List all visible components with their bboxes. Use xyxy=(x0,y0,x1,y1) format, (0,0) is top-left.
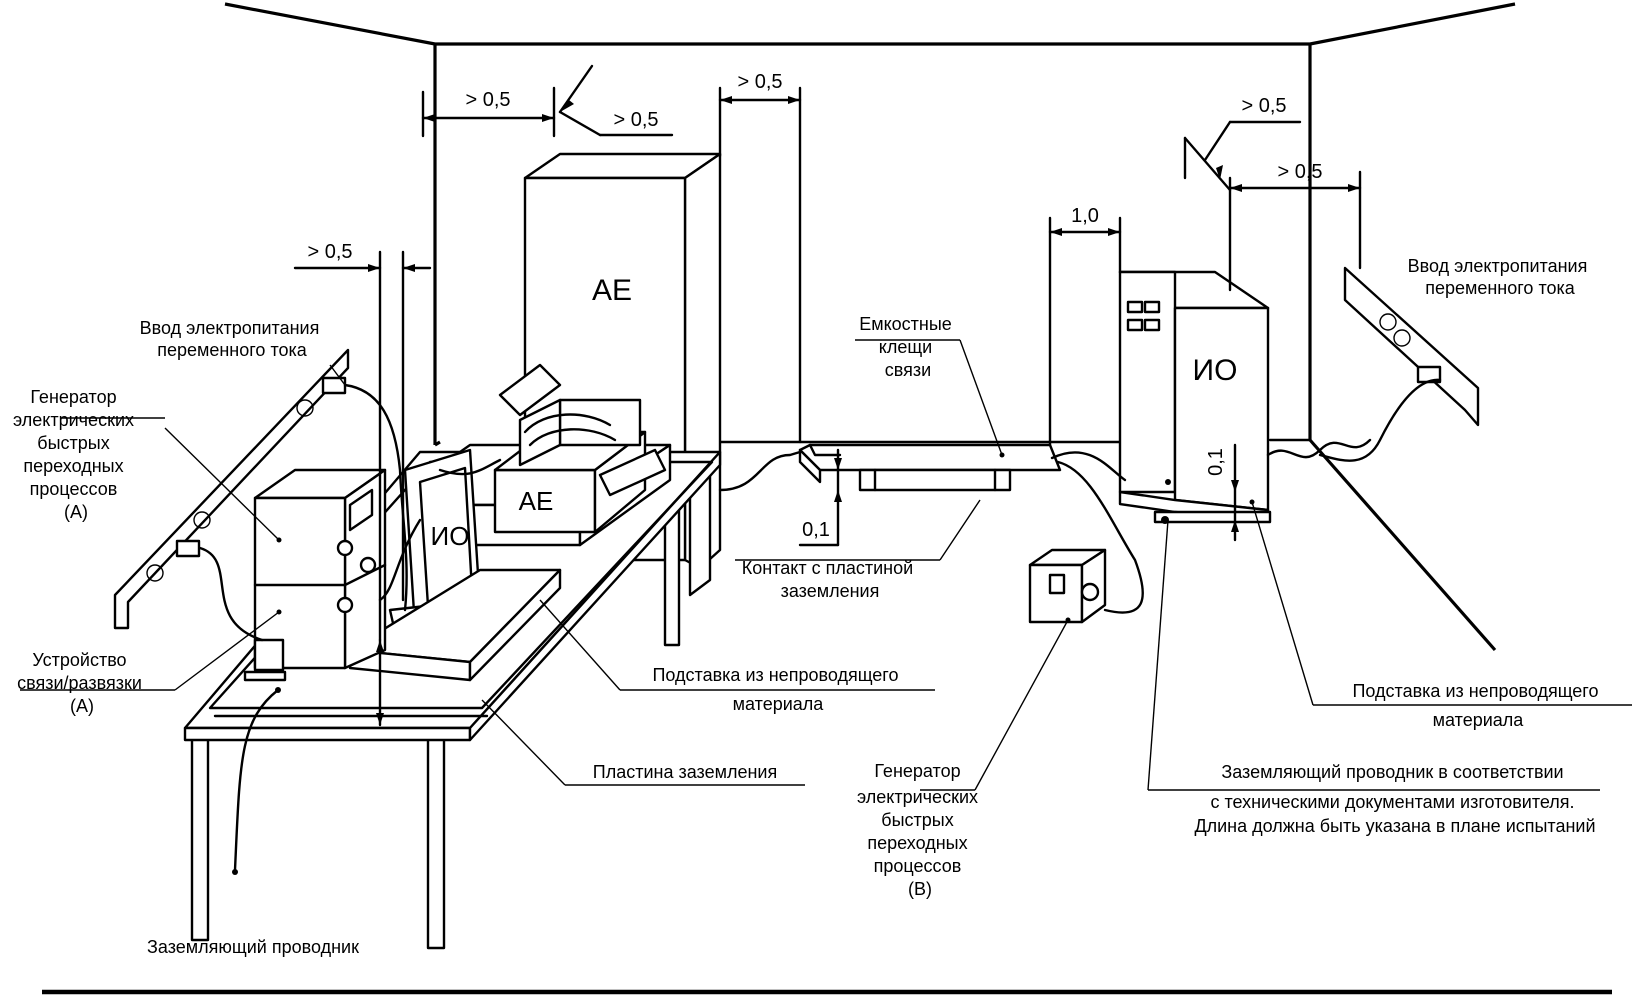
text-labels: Ввод электропитания переменного тока Вво… xyxy=(13,256,1603,957)
dimension-lines: > 0,5 > 0,5 > 0,5 > 0,5 1,0 xyxy=(293,64,1362,727)
label-power-left: Ввод электропитания переменного тока xyxy=(140,318,325,360)
dim-gap-clamp-io: 1,0 xyxy=(1071,205,1099,227)
dim-gap-wall-ae-1: > 0,5 xyxy=(465,89,510,111)
ae-table-unit: AE xyxy=(418,363,672,547)
room-walls xyxy=(224,2,1516,652)
io-cabinet-label: ИО xyxy=(1193,354,1238,387)
label-stand-center: Подставка из непроводящего материала xyxy=(652,665,903,714)
dim-height-clamp: 0,1 xyxy=(802,519,830,541)
label-power-right: Ввод электропитания переменного тока xyxy=(1408,256,1593,298)
cables xyxy=(198,378,1442,875)
label-stand-right: Подставка из непроводящего материала xyxy=(1352,681,1603,730)
leader-lines xyxy=(20,339,1632,791)
dim-gap-io-table: > 0,5 xyxy=(307,241,352,263)
dim-gap-io-wall-1: > 0,5 xyxy=(1241,95,1286,117)
ae-table-label: AE xyxy=(519,486,554,516)
label-ground-contact: Контакт с пластиной заземления xyxy=(742,558,918,601)
label-ground-plate: Пластина заземления xyxy=(593,762,777,782)
label-capacitive-clamp: Емкостные клещи связи xyxy=(859,314,957,380)
label-coupling-a: Устройство связи/развязки (A) xyxy=(17,650,147,716)
label-ground-conductor-right: Заземляющий проводник в соответствии с т… xyxy=(1194,762,1595,836)
generator-b-unit xyxy=(1028,548,1107,624)
generator-a-unit xyxy=(243,468,387,693)
dim-gap-ae-right: > 0,5 xyxy=(737,71,782,93)
io-cabinet: ИО xyxy=(1118,270,1272,524)
power-strip-right xyxy=(1343,266,1480,427)
io-table-label: ИО xyxy=(431,521,470,551)
dim-gap-io-wall-2: > 0,5 xyxy=(1277,161,1322,183)
dim-gap-wall-ae-2: > 0,5 xyxy=(613,109,658,131)
label-generator-a: Генератор электрических быстрых переходн… xyxy=(13,387,139,522)
power-strip-left xyxy=(113,348,350,630)
ae-cabinet-label: AE xyxy=(592,274,632,307)
label-generator-b: Генератор электрических быстрых переходн… xyxy=(857,761,983,899)
label-ground-conductor-left: Заземляющий проводник xyxy=(147,937,359,957)
dim-height-io: 0,1 xyxy=(1205,448,1227,476)
capacitive-clamp xyxy=(798,443,1062,492)
